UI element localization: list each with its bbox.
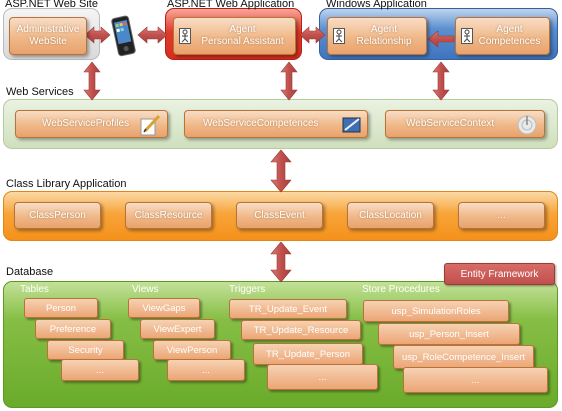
- class-person-box[interactable]: ClassPerson: [14, 202, 101, 229]
- triggers-label: Triggers: [229, 284, 266, 295]
- proc-role-competence-insert-label: usp_RoleCompetence_Insert: [401, 351, 526, 363]
- procedures-label: Store Procedures: [362, 284, 440, 295]
- class-event-label: ClassEvent: [254, 209, 305, 221]
- arrow-webapp-to-windows: [299, 26, 326, 44]
- proc-simulation-roles[interactable]: usp_SimulationRoles: [363, 300, 509, 322]
- table-more-label: ...: [96, 364, 104, 376]
- trigger-update-person-label: TR_Update_Person: [266, 348, 350, 360]
- agent-pa-line2: Personal Assistant: [201, 36, 284, 47]
- class-more-box[interactable]: ...: [458, 202, 545, 229]
- table-more[interactable]: ...: [61, 359, 139, 381]
- agent-comp-line2: Competences: [478, 36, 541, 47]
- trigger-more-label: ...: [318, 371, 327, 383]
- agent-rel-line2: Relationship: [356, 36, 412, 47]
- service-profiles-box[interactable]: WebServiceProfiles: [15, 110, 168, 138]
- arrow-admin-to-services: [83, 61, 101, 101]
- view-more[interactable]: ...: [167, 359, 245, 381]
- label-windows-app: Windows Application: [326, 0, 427, 10]
- entity-framework-badge[interactable]: Entity Framework: [444, 263, 555, 285]
- trigger-update-person[interactable]: TR_Update_Person: [253, 343, 363, 365]
- proc-simulation-roles-label: usp_SimulationRoles: [391, 305, 481, 317]
- tables-label: Tables: [20, 284, 49, 295]
- label-asp-webapp: ASP.NET Web Application: [167, 0, 295, 10]
- table-person-label: Person: [45, 302, 77, 314]
- class-person-label: ClassPerson: [29, 209, 86, 221]
- table-preference[interactable]: Preference: [35, 319, 111, 339]
- service-profiles-label: WebServiceProfiles: [42, 118, 130, 129]
- table-preference-label: Preference: [49, 323, 97, 335]
- admin-website-line2: WebSite: [29, 36, 67, 47]
- agent-comp-line1: Agent: [496, 24, 523, 35]
- arrow-classes-to-database: [270, 241, 292, 283]
- mobile-phone-icon: [110, 14, 137, 58]
- trigger-update-resource-label: TR_Update_Resource: [253, 324, 349, 336]
- trigger-update-resource[interactable]: TR_Update_Resource: [241, 320, 361, 340]
- views-label: Views: [132, 284, 159, 295]
- proc-person-insert[interactable]: usp_Person_Insert: [378, 323, 520, 345]
- table-security-label: Security: [68, 344, 103, 356]
- class-resource-box[interactable]: ClassResource: [125, 202, 212, 229]
- proc-person-insert-label: usp_Person_Insert: [409, 328, 489, 340]
- class-resource-label: ClassResource: [134, 209, 203, 221]
- service-competences-box[interactable]: WebServiceCompetences: [184, 110, 368, 138]
- ruler-pencil-icon: [341, 114, 363, 136]
- agent-pa-line1: Agent: [229, 24, 256, 35]
- arrow-phone-to-webapp: [137, 26, 168, 44]
- table-person[interactable]: Person: [24, 298, 98, 318]
- radar-icon: [516, 114, 538, 136]
- view-expert-label: ViewExpert: [153, 323, 202, 335]
- arrow-windows-to-services: [432, 61, 450, 101]
- class-event-box[interactable]: ClassEvent: [236, 202, 323, 229]
- proc-more-label: ...: [471, 374, 480, 386]
- pen-drawing-icon: [139, 113, 163, 137]
- agent-rel-line1: Agent: [370, 24, 398, 35]
- proc-role-competence-insert[interactable]: usp_RoleCompetence_Insert: [393, 345, 534, 369]
- label-asp-website: ASP.NET Web Site: [5, 0, 98, 10]
- view-person-label: ViewPerson: [166, 344, 218, 356]
- label-class-library: Class Library Application: [6, 178, 127, 190]
- class-more-label: ...: [497, 209, 506, 221]
- actor-icon: [333, 28, 345, 44]
- view-person[interactable]: ViewPerson: [153, 340, 231, 360]
- class-location-label: ClassLocation: [359, 209, 422, 221]
- arrow-webapp-to-services: [280, 61, 298, 101]
- view-gaps-label: ViewGaps: [142, 302, 186, 314]
- service-context-label: WebServiceContext: [406, 118, 495, 129]
- actor-icon: [461, 28, 473, 44]
- view-expert[interactable]: ViewExpert: [140, 319, 215, 339]
- class-location-box[interactable]: ClassLocation: [347, 202, 434, 229]
- admin-website-line1: Administrative: [16, 24, 80, 35]
- view-more-label: ...: [202, 364, 210, 376]
- trigger-update-event[interactable]: TR_Update_Event: [229, 299, 347, 319]
- view-gaps[interactable]: ViewGaps: [128, 298, 200, 318]
- label-database: Database: [6, 266, 54, 278]
- proc-more[interactable]: ...: [403, 367, 548, 393]
- service-competences-label: WebServiceCompetences: [203, 118, 319, 129]
- service-context-box[interactable]: WebServiceContext: [385, 110, 545, 138]
- trigger-update-event-label: TR_Update_Event: [248, 303, 328, 315]
- table-security[interactable]: Security: [47, 340, 124, 360]
- label-web-services: Web Services: [6, 86, 74, 98]
- arrow-services-to-classes: [270, 149, 292, 193]
- arrow-admin-to-phone: [84, 26, 111, 44]
- entity-framework-label: Entity Framework: [460, 268, 539, 280]
- actor-icon: [179, 28, 191, 44]
- trigger-more[interactable]: ...: [267, 364, 378, 390]
- arrow-competences-to-relationship: [427, 30, 455, 48]
